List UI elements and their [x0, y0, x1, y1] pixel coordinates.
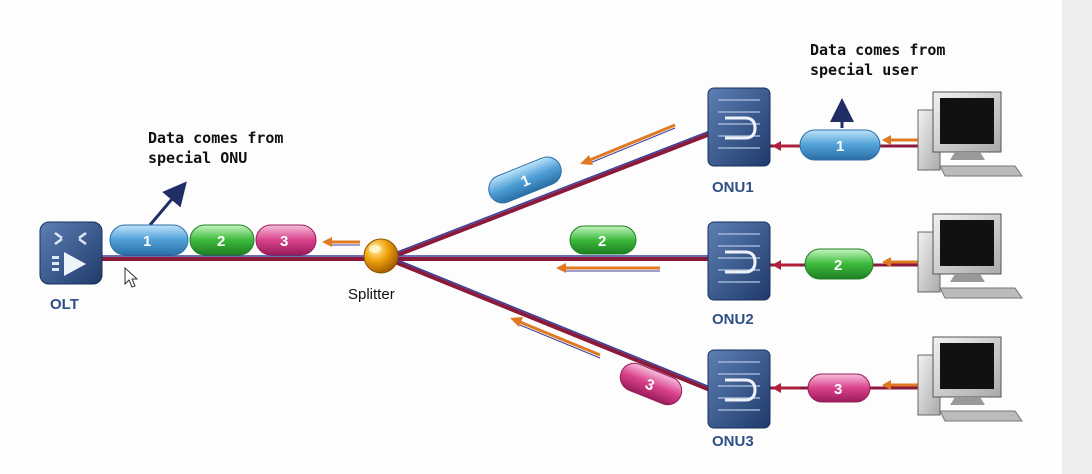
onu1-device: ONU1	[707, 87, 771, 196]
olt-device: OLT	[39, 221, 103, 313]
onu1-label: ONU1	[712, 179, 754, 196]
branch-packet-1: 1	[488, 156, 562, 204]
play-icon	[64, 252, 86, 276]
svg-text:1: 1	[143, 233, 151, 250]
svg-text:1: 1	[836, 138, 844, 155]
svg-text:2: 2	[598, 233, 606, 250]
svg-text:3: 3	[280, 233, 288, 250]
arrow-branch-onu1	[580, 123, 676, 165]
arrow-onu1-in	[772, 141, 800, 151]
trunk-packet-1: 1	[109, 224, 189, 256]
branch-packet-3: 3	[619, 362, 683, 406]
user-packet-1: 1	[799, 129, 881, 161]
user-pc-3	[917, 336, 1023, 422]
annotation-onu: Data comes from special ONU	[148, 129, 283, 167]
onu3-device: ONU3	[707, 349, 771, 450]
user-packet-2: 2	[804, 248, 874, 280]
svg-text:3: 3	[834, 381, 842, 398]
splitter-label: Splitter	[348, 286, 395, 303]
upstream-arrows	[322, 123, 925, 393]
onu-note-pointer	[148, 181, 187, 226]
svg-text:special ONU: special ONU	[148, 149, 247, 167]
svg-text:special user: special user	[810, 61, 918, 79]
olt-label: OLT	[50, 296, 79, 313]
user-pc-1	[917, 91, 1023, 177]
onu-switch-icon	[725, 250, 757, 274]
onu2-device: ONU2	[707, 221, 771, 328]
mouse-cursor-icon	[124, 266, 139, 288]
arrow-branch-onu2	[556, 263, 660, 273]
trunk-packet-2: 2	[189, 224, 255, 256]
right-margin-strip	[1062, 0, 1092, 474]
annotation-pointers	[148, 98, 854, 226]
branch-packet-2: 2	[569, 225, 637, 255]
trunk-packet-3: 3	[255, 224, 317, 256]
onu-switch-icon	[725, 116, 757, 140]
onu2-label: ONU2	[712, 311, 754, 328]
annotation-user: Data comes from special user	[810, 41, 945, 79]
onu-switch-icon	[725, 378, 757, 402]
router-arrows-icon	[54, 231, 87, 246]
user-pc-2	[917, 213, 1023, 299]
user-packet-3: 3	[807, 373, 871, 403]
svg-text:2: 2	[217, 233, 225, 250]
arrow-onu3-in	[772, 383, 800, 393]
arrow-onu2-in	[772, 260, 800, 270]
svg-text:Data comes from: Data comes from	[148, 129, 283, 147]
svg-text:2: 2	[834, 257, 842, 274]
splitter-node: Splitter	[348, 238, 399, 303]
arrow-trunk	[322, 237, 360, 247]
svg-text:Data comes from: Data comes from	[810, 41, 945, 59]
fiber-branch-onu3	[394, 260, 711, 392]
fiber-branch-onu1-highlight	[394, 130, 711, 254]
arrow-branch-onu3	[510, 317, 601, 359]
fiber-branch-onu1	[394, 132, 711, 258]
fiber-branch-onu3-highlight	[394, 258, 711, 388]
onu3-label: ONU3	[712, 433, 754, 450]
